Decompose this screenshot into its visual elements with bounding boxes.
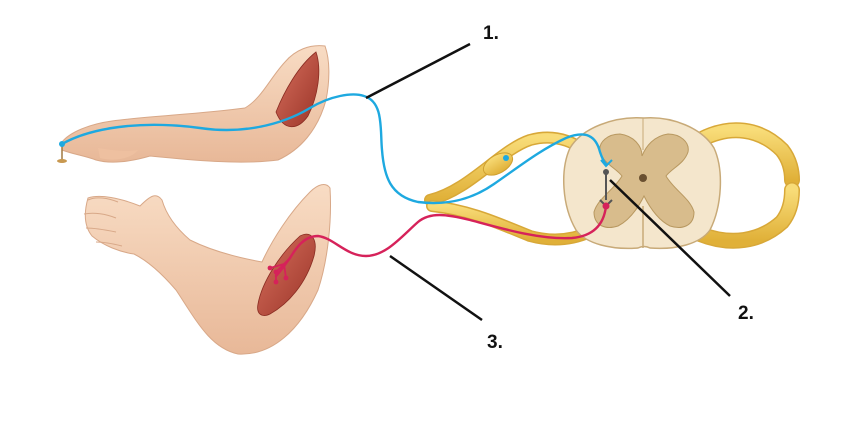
sensory-terminal (600, 159, 613, 168)
label-1: 1. (483, 23, 499, 44)
lower-arm (83, 184, 331, 355)
central-canal (639, 174, 647, 182)
upper-arm (61, 45, 330, 163)
lower-fingers (83, 197, 123, 247)
leader-line-3 (389, 254, 483, 322)
pin-icon (57, 146, 67, 163)
sensory-receptor (59, 141, 65, 147)
leader-line-2 (609, 179, 731, 297)
sensory-cell-body (503, 155, 509, 161)
motor-neuron (274, 204, 608, 278)
spinal-cord (563, 117, 722, 250)
motor-end-plates (269, 257, 291, 282)
sensory-neuron (60, 93, 608, 205)
upper-thumb (98, 148, 138, 160)
leader-line-1 (365, 42, 471, 100)
upper-arm-skin (61, 45, 330, 163)
motor-cell-body (602, 202, 610, 210)
label-2: 2. (738, 303, 754, 324)
motor-end-plate-dots (267, 265, 289, 285)
label-3: 3. (487, 332, 503, 353)
